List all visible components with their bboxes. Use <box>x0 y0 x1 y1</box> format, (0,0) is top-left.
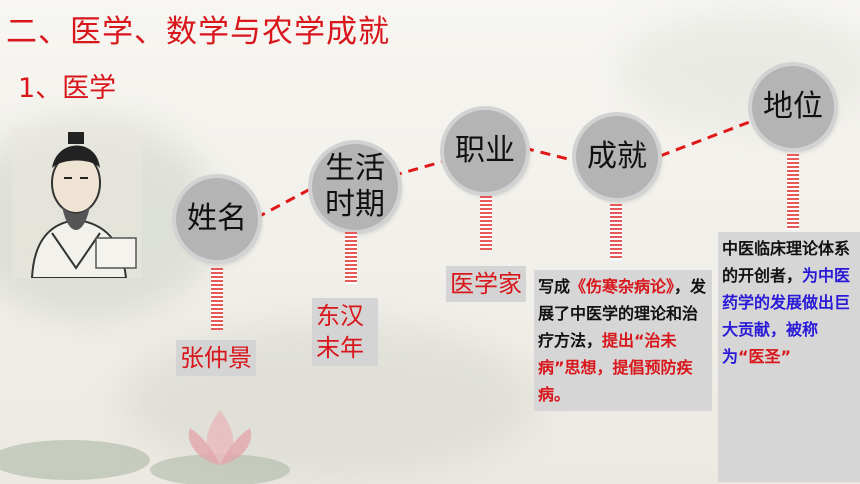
section-subtitle: 1、医学 <box>18 73 117 104</box>
node-achievement: 成就 <box>576 116 658 198</box>
page-title: 二、医学、数学与农学成就 <box>6 14 390 50</box>
status-honor: “医圣” <box>738 347 792 366</box>
value-status: 中医临床理论体系的开创者，为中医药学的发展做出巨大贡献，被称为“医圣” <box>718 232 860 482</box>
connector-spring <box>787 154 799 230</box>
lotus-decoration <box>0 440 150 480</box>
node-profession-label: 职业 <box>455 133 515 168</box>
node-profession: 职业 <box>444 110 526 192</box>
status-text-1: 中医临床理论体系的开创者， <box>722 239 851 285</box>
value-period: 东汉 末年 <box>312 298 378 366</box>
lotus-decoration <box>150 410 290 484</box>
value-achievement: 写成《伤寒杂病论》，发展了中医学的理论和治疗方法，提出“治未病”思想，提倡预防疾… <box>534 270 712 411</box>
connector-spring <box>610 204 622 260</box>
node-period-label: 生活 时期 <box>325 151 385 222</box>
achievement-book: 《伤寒杂病论》 <box>570 277 675 296</box>
connector-spring <box>211 268 223 330</box>
value-profession: 医学家 <box>446 266 526 302</box>
node-status: 地位 <box>752 66 834 148</box>
status-text-2: 为中医药学的发展做出巨大贡献，被称为 <box>722 266 851 366</box>
achievement-text-2: ，发展了中医学的理论和治疗方法， <box>538 277 707 350</box>
achievement-text-1: 写成 <box>538 277 571 296</box>
connector-spring <box>480 196 492 250</box>
achievement-idea: 提出“治未病”思想，提倡预防疾病。 <box>538 331 693 404</box>
connector-spring <box>345 232 357 284</box>
node-period: 生活 时期 <box>312 144 398 230</box>
portrait-image <box>12 128 142 278</box>
node-status-label: 地位 <box>763 89 823 124</box>
node-name: 姓名 <box>176 178 258 260</box>
value-name: 张仲景 <box>176 340 256 376</box>
node-name-label: 姓名 <box>187 201 247 236</box>
node-achievement-label: 成就 <box>587 139 647 174</box>
